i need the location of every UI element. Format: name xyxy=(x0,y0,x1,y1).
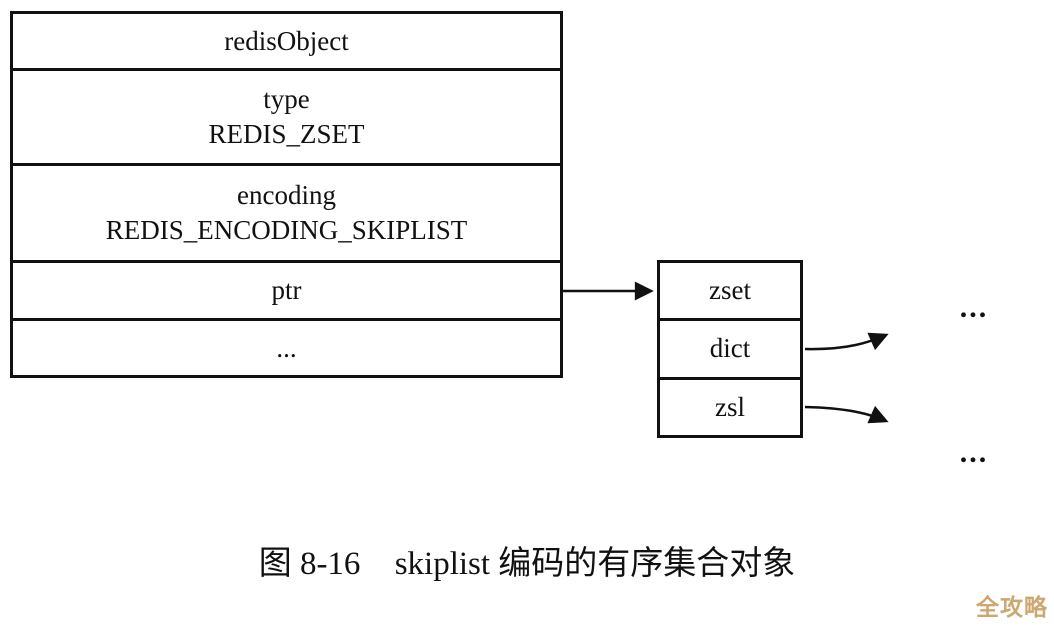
watermark: 全攻略 xyxy=(976,594,1048,620)
encoding-value: REDIS_ENCODING_SKIPLIST xyxy=(105,215,468,245)
row-dict: dict xyxy=(660,321,800,380)
redisobject-title: redisObject xyxy=(224,25,349,56)
type-label: type xyxy=(263,84,310,115)
zsl-arrow xyxy=(804,405,889,424)
ptr-label: ptr xyxy=(271,275,302,306)
figure-number: 图 8-16 xyxy=(258,546,361,582)
row-zsl: zsl xyxy=(660,380,800,435)
zsl-label: zsl xyxy=(715,391,745,422)
zset-label: zset xyxy=(709,275,751,306)
row-ellipsis: ... xyxy=(13,321,560,375)
zsl-target-ellipsis: ... xyxy=(959,436,989,469)
figure-caption: 图 8-16 skiplist 编码的有序集合对象 xyxy=(0,542,1054,586)
figure-caption-text: skiplist 编码的有序集合对象 xyxy=(394,546,796,582)
row-ptr: ptr xyxy=(13,263,560,321)
row-type: type REDIS_ZSET xyxy=(13,71,560,166)
encoding-label: encoding xyxy=(237,180,336,211)
dict-target-ellipsis: ... xyxy=(959,291,989,324)
row-zset: zset xyxy=(660,263,800,322)
zset-box: zset dict zsl xyxy=(657,260,803,438)
redis-object-box: redisObject type REDIS_ZSET encoding RED… xyxy=(10,11,563,378)
dict-label: dict xyxy=(709,333,751,364)
dict-arrow xyxy=(804,332,889,351)
type-value: REDIS_ZSET xyxy=(208,119,365,149)
row-redisobject: redisObject xyxy=(13,14,560,71)
row-encoding: encoding REDIS_ENCODING_SKIPLIST xyxy=(13,166,560,263)
main-box-ellipsis: ... xyxy=(276,332,297,363)
